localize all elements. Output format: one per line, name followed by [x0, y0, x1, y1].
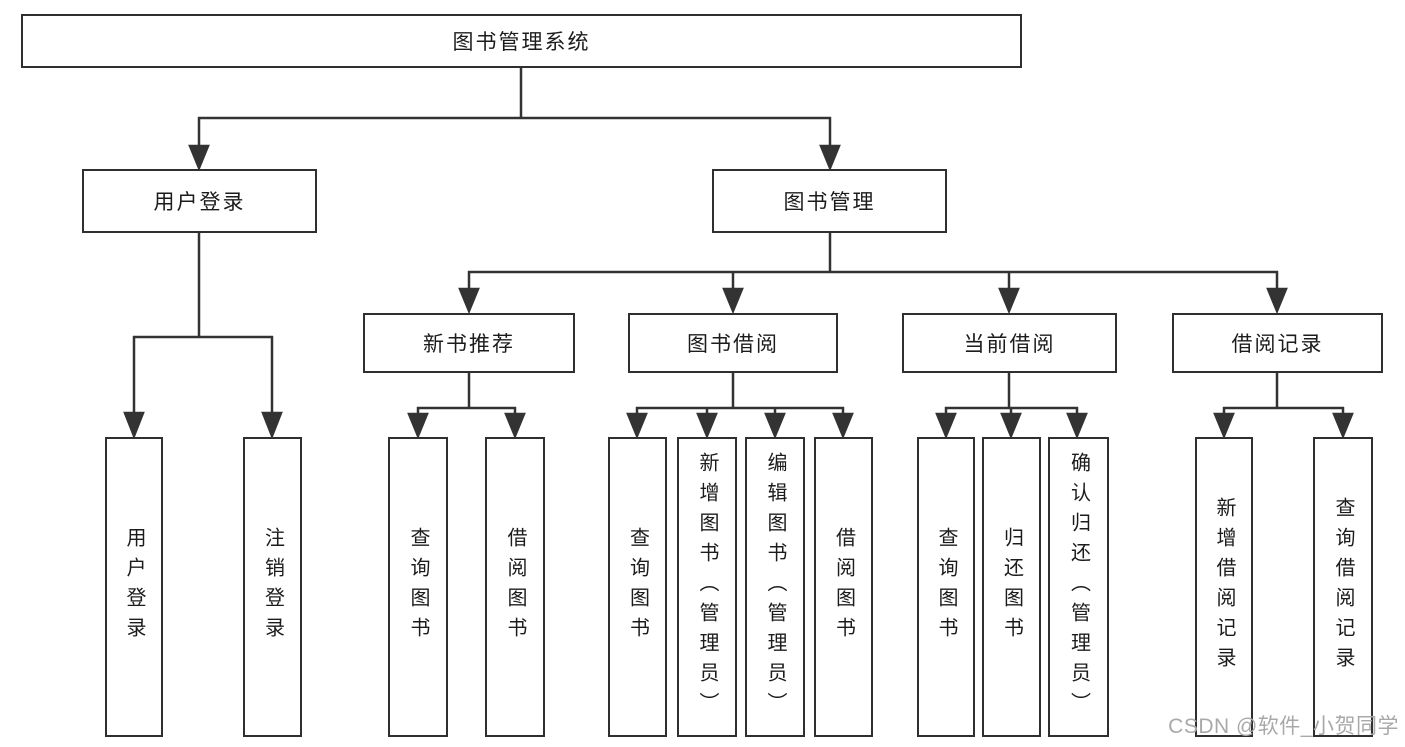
watermark: CSDN @软件_小贺同学 — [1168, 715, 1399, 738]
arrowhead-icon — [1266, 287, 1288, 315]
leaf-label: 查询图书 — [407, 527, 429, 647]
leaf-borrow-edit-admin: 编辑图书（管理员） — [745, 437, 805, 737]
node-user-login-group: 用户登录 — [82, 169, 317, 233]
leaf-current-return: 归还图书 — [982, 437, 1041, 737]
arrowhead-icon — [458, 287, 480, 315]
leaf-label: 新增借阅记录 — [1213, 497, 1235, 677]
node-book-management: 图书管理 — [712, 169, 947, 233]
arrowhead-icon — [1332, 412, 1354, 440]
leaf-borrow-borrow: 借阅图书 — [814, 437, 873, 737]
arrowhead-icon — [188, 144, 210, 172]
leaf-label: 查询图书 — [935, 527, 957, 647]
arrowhead-icon — [764, 412, 786, 440]
leaf-label: 注销登录 — [261, 527, 284, 647]
leaf-label: 借阅图书 — [832, 527, 855, 647]
connector-newbook-to-leaves — [407, 373, 526, 440]
leaf-label: 查询图书 — [626, 527, 649, 647]
arrowhead-icon — [626, 412, 648, 440]
arrowhead-icon — [832, 412, 854, 440]
connector-bookmgmt-to-level3 — [458, 233, 1288, 315]
leaf-label: 用户登录 — [123, 527, 145, 647]
node-new-book-recommend: 新书推荐 — [363, 313, 575, 373]
arrowhead-icon — [1213, 412, 1235, 440]
arrowhead-icon — [722, 287, 744, 315]
connector-record-to-leaves — [1213, 373, 1354, 440]
node-current-borrow: 当前借阅 — [902, 313, 1117, 373]
leaf-label: 确认归还（管理员） — [1067, 452, 1090, 722]
leaf-newbook-query: 查询图书 — [388, 437, 448, 737]
connector-borrow-to-leaves — [626, 373, 854, 440]
arrowhead-icon — [123, 411, 145, 440]
arrowhead-icon — [261, 411, 283, 440]
leaf-record-query: 查询借阅记录 — [1313, 437, 1373, 737]
leaf-current-query: 查询图书 — [917, 437, 975, 737]
arrowhead-icon — [1000, 412, 1022, 440]
arrowhead-icon — [819, 144, 841, 172]
arrowhead-icon — [1066, 412, 1088, 440]
arrowhead-icon — [998, 287, 1020, 315]
leaf-record-add: 新增借阅记录 — [1195, 437, 1253, 737]
leaf-label: 新增图书（管理员） — [696, 452, 718, 722]
connector-current-to-leaves — [935, 373, 1088, 440]
leaf-current-confirm-admin: 确认归还（管理员） — [1048, 437, 1109, 737]
connector-userlogin-to-leaves — [123, 233, 283, 440]
connector-root-to-level2 — [188, 68, 841, 172]
node-borrow-record: 借阅记录 — [1172, 313, 1383, 373]
leaf-newbook-borrow: 借阅图书 — [485, 437, 545, 737]
arrowhead-icon — [696, 412, 718, 440]
arrowhead-icon — [504, 412, 526, 440]
leaf-label: 借阅图书 — [504, 527, 526, 647]
leaf-user-login: 用户登录 — [105, 437, 163, 737]
node-root: 图书管理系统 — [21, 14, 1022, 68]
node-book-borrow: 图书借阅 — [628, 313, 838, 373]
leaf-label: 编辑图书（管理员） — [764, 452, 786, 722]
leaf-logout: 注销登录 — [243, 437, 302, 737]
leaf-label: 查询借阅记录 — [1332, 497, 1354, 677]
arrowhead-icon — [935, 412, 957, 440]
leaf-borrow-query: 查询图书 — [608, 437, 667, 737]
arrowhead-icon — [407, 412, 429, 440]
leaf-label: 归还图书 — [1000, 527, 1023, 647]
leaf-borrow-add-admin: 新增图书（管理员） — [677, 437, 737, 737]
